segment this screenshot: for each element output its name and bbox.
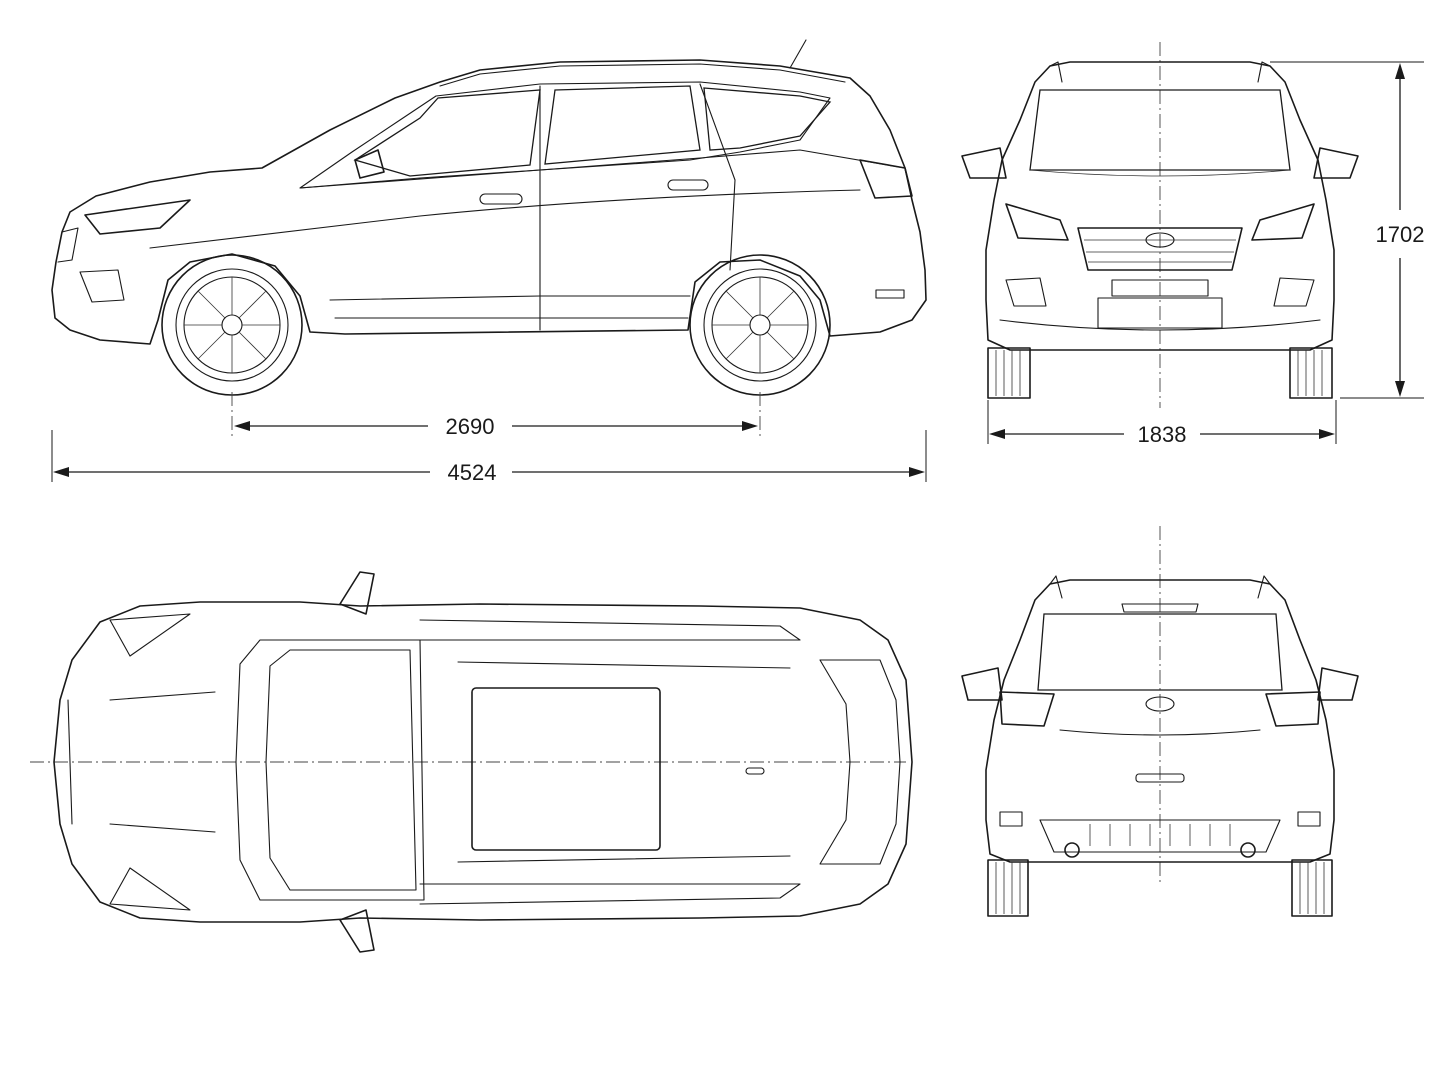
rear-wheel xyxy=(689,254,831,396)
wheelbase-label: 2690 xyxy=(446,414,495,439)
front-wheel xyxy=(161,254,303,396)
length-label: 4524 xyxy=(448,460,497,485)
front-view xyxy=(961,42,1424,444)
height-dimension: 1702 xyxy=(1376,63,1425,397)
length-dimension: 4524 xyxy=(53,460,925,485)
side-view xyxy=(51,39,927,482)
width-dimension: 1838 xyxy=(989,422,1335,447)
wheelbase-dimension: 2690 xyxy=(234,414,758,439)
height-label: 1702 xyxy=(1376,222,1425,247)
rear-view xyxy=(961,526,1359,917)
sunroof xyxy=(471,687,661,851)
width-label: 1838 xyxy=(1138,422,1187,447)
top-view xyxy=(30,571,913,953)
